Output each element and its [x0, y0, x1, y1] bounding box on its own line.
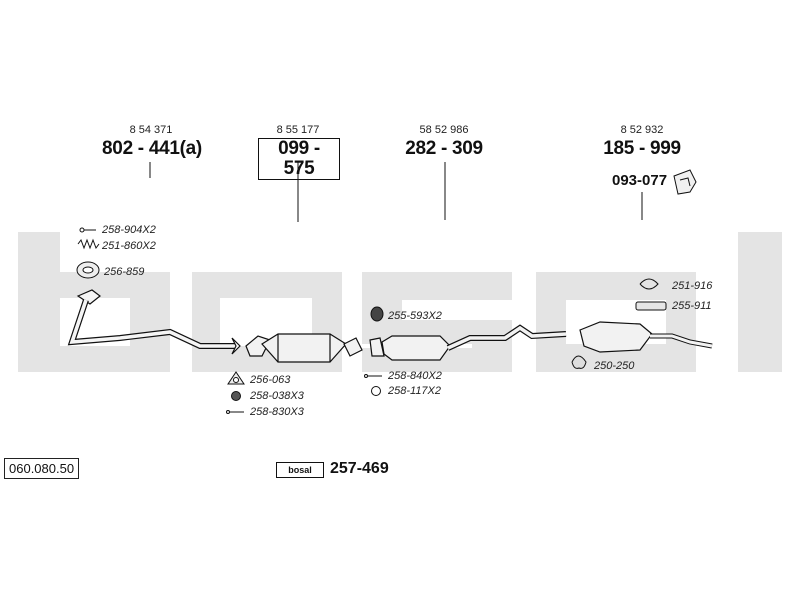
kit-number: 257-469	[330, 460, 389, 477]
front-pipe	[67, 289, 241, 355]
ref-number-3: 58 52 986	[419, 124, 469, 136]
ref-number-4: 8 52 932	[620, 124, 664, 136]
kit-logo: bosal	[276, 462, 324, 478]
catalytic-converter	[245, 333, 363, 363]
ref-number-1: 8 54 371	[129, 124, 173, 136]
middle-silencer	[369, 324, 567, 361]
label-258-904: 258-904X2	[102, 224, 156, 236]
label-255-911: 255-911	[672, 300, 712, 312]
label-258-840: 258-840X2	[388, 370, 442, 382]
label-258-830: 258-830X3	[250, 406, 304, 418]
bracket-part-number: 093-077	[612, 172, 668, 189]
ref-number-2: 8 55 177	[276, 124, 320, 136]
label-250-250: 250-250	[594, 360, 635, 372]
label-258-038: 258-038X3	[250, 390, 304, 402]
label-256-859: 256-859	[104, 266, 145, 278]
part-number-185-999: 185 - 999	[603, 138, 681, 159]
label-251-860: 251-860X2	[102, 240, 156, 252]
label-258-117: 258-117X2	[388, 385, 442, 397]
part-number-282-309: 282 - 309	[405, 138, 483, 159]
label-251-916: 251-916	[672, 280, 713, 292]
rear-silencer	[579, 321, 713, 353]
diagram-number: 060.080.50	[4, 458, 80, 479]
label-255-593: 255-593X2	[388, 310, 442, 322]
part-number-099-575: 099 - 575	[258, 138, 340, 180]
part-number-802-441: 802 - 441(a)	[102, 138, 202, 159]
label-256-063: 256-063	[250, 374, 291, 386]
